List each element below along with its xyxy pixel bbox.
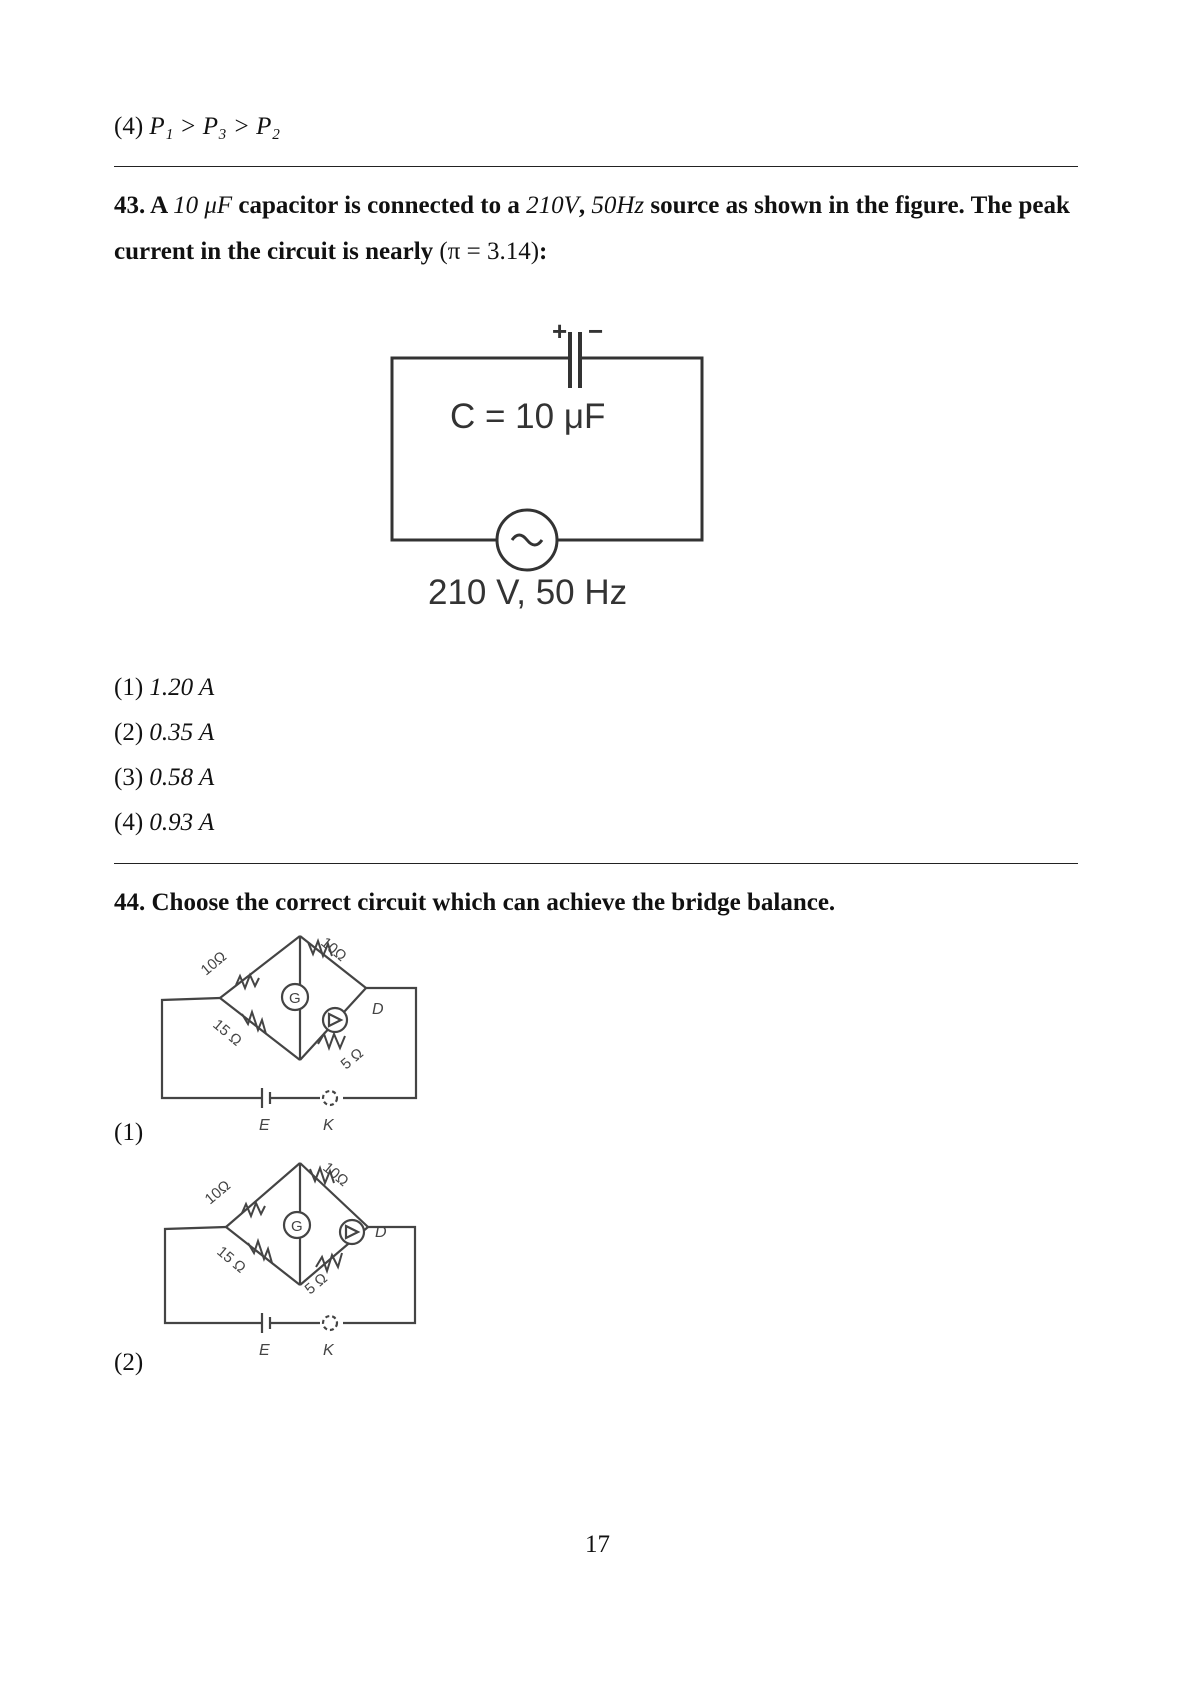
wire-left — [163, 1225, 262, 1325]
label-r-bottom-left: 15 Ω — [209, 1016, 245, 1050]
source-label: 210 V, 50 Hz — [428, 573, 627, 612]
resistor-top-right-icon — [309, 1165, 335, 1186]
prev-option-4: (4) P₁ > P₃ > P₂ — [114, 112, 280, 142]
question-number: 44. — [114, 889, 146, 916]
label-r-top-right: 10Ω — [317, 934, 349, 965]
divider-1 — [114, 166, 1078, 167]
q43-frequency: 50Hz — [591, 192, 645, 219]
option-number: (1) — [114, 674, 144, 701]
option-value: 0.35 A — [149, 719, 215, 746]
circuit-wire-left — [390, 356, 570, 542]
question-44-text: 44. Choose the correct circuit which can… — [114, 880, 1084, 926]
capacitor-minus: − — [588, 316, 603, 346]
label-cell: E — [259, 1117, 270, 1134]
divider-2 — [114, 863, 1078, 864]
label-r-bottom-left: 15 Ω — [213, 1243, 249, 1277]
key-icon — [321, 1089, 339, 1107]
galvanometer-icon — [282, 1210, 312, 1240]
page-number: 17 — [585, 1531, 610, 1558]
arm-top-right — [299, 935, 367, 989]
option-value: 0.93 A — [149, 809, 215, 836]
q43-option-3: (3) 0.58 A — [114, 763, 214, 793]
arm-top-left — [219, 935, 301, 999]
q43-colon: : — [539, 238, 548, 265]
q43-capacitance: 10 μF — [173, 192, 233, 219]
q43-pi-value: (π = 3.14) — [439, 238, 540, 265]
bridge-circuit-option-1: 10Ω 10Ω 15 Ω 5 Ω G D E K — [160, 934, 418, 1134]
q44-text: Choose the correct circuit which can ach… — [151, 889, 836, 916]
resistor-top-right-icon — [307, 938, 333, 959]
q43-option-2: (2) 0.35 A — [114, 718, 214, 748]
label-r-bottom-right: 5 Ω — [338, 1045, 367, 1073]
question-number: 43. — [114, 192, 146, 219]
label-diode: D — [372, 1001, 384, 1018]
q43-text-b: capacitor is connected to a — [238, 192, 520, 219]
sine-wave-icon — [510, 533, 544, 547]
label-cell: E — [259, 1342, 270, 1359]
label-diode: D — [375, 1224, 387, 1241]
diode-triangle-icon — [327, 1012, 344, 1028]
label-galvanometer: G — [289, 990, 301, 1007]
q43-voltage: 210V — [526, 192, 579, 219]
label-r-top-left: 10Ω — [198, 948, 230, 979]
wire-right — [343, 986, 418, 1100]
capacitor-circuit-figure: + − C = 10 μF 210 V, 50 Hz — [390, 316, 704, 612]
resistor-top-left-icon — [235, 972, 260, 991]
q44-option-1-label: (1) — [114, 1119, 144, 1146]
circuit-wire-right — [558, 356, 704, 542]
option-number: (2) — [114, 719, 144, 746]
galvanometer-icon — [280, 982, 310, 1012]
ac-source-icon — [495, 508, 559, 572]
label-r-top-left: 10Ω — [202, 1177, 234, 1208]
resistor-bottom-right-icon — [317, 1031, 346, 1051]
label-r-bottom-right: 5 Ω — [302, 1270, 331, 1298]
q43-option-1: (1) 1.20 A — [114, 673, 214, 703]
option-number: (4) — [114, 113, 144, 140]
wire-left — [160, 996, 262, 1100]
key-icon — [321, 1314, 339, 1332]
q43-option-4: (4) 0.93 A — [114, 808, 214, 838]
resistor-bottom-left-icon — [247, 1237, 273, 1264]
capacitor-label: C = 10 μF — [450, 397, 605, 436]
arm-top-left — [225, 1162, 301, 1228]
option-expression: P₁ > P₃ > P₂ — [149, 113, 281, 140]
label-key: K — [323, 1342, 335, 1359]
q43-text-c: source as shown in the figure. The peak … — [114, 192, 1070, 265]
wire-right — [343, 1225, 417, 1325]
capacitor-plus: + — [552, 316, 567, 346]
resistor-bottom-right-icon — [315, 1252, 343, 1275]
label-galvanometer: G — [291, 1218, 303, 1235]
option-number: (3) — [114, 764, 144, 791]
diode-triangle-icon — [344, 1224, 361, 1240]
bridge-circuit-option-2: 10Ω 10Ω 15 Ω 5 Ω G D E K — [163, 1159, 417, 1359]
resistor-top-left-icon — [241, 1200, 266, 1219]
q43-text-a: A — [150, 192, 167, 219]
question-43-text: 43. A 10 μF capacitor is connected to a … — [114, 183, 1084, 275]
arm-bottom-left — [219, 997, 301, 1061]
option-number: (4) — [114, 809, 144, 836]
option-value: 0.58 A — [149, 764, 215, 791]
resistor-bottom-left-icon — [241, 1008, 267, 1035]
option-value: 1.20 A — [149, 674, 215, 701]
q44-option-2-label: (2) — [114, 1349, 144, 1376]
q43-comma: , — [578, 192, 586, 219]
label-key: K — [323, 1117, 335, 1134]
